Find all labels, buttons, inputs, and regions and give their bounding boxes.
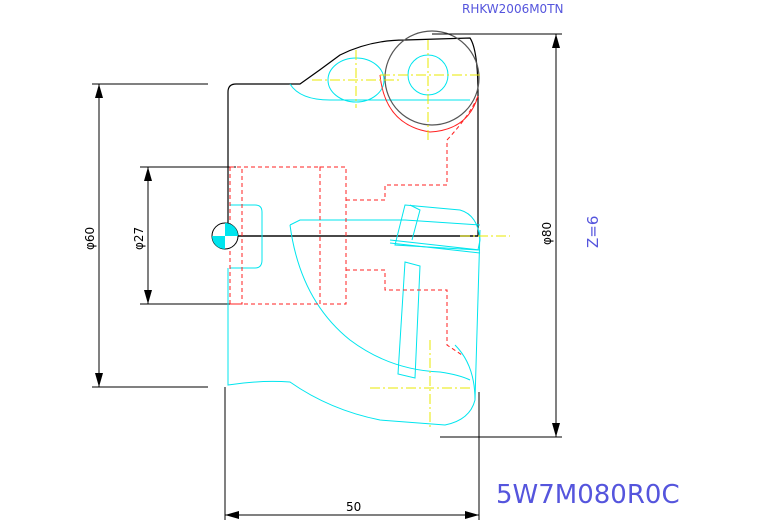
length-label: 50: [346, 500, 361, 514]
outer-diameter-label: φ80: [540, 222, 554, 245]
insert-code-label: RHKW2006M0TN: [462, 2, 564, 16]
dimension-length: 50: [224, 387, 480, 520]
cutter-top-circle: [384, 30, 562, 126]
teeth-count-label: Z=6: [584, 216, 602, 248]
body-outline: [227, 37, 479, 237]
center-mark-icon: [211, 222, 239, 250]
shank-diameter-label: φ60: [83, 227, 97, 250]
hidden-lines: [229, 74, 479, 356]
dimension-phi60: φ60: [83, 83, 208, 388]
dimension-phi27: φ27: [132, 166, 236, 305]
bore-diameter-label: φ27: [132, 227, 146, 250]
cutter-code-label: 5W7M080R0C: [496, 480, 680, 510]
center-lines: [312, 40, 510, 430]
cyan-geometry: [227, 54, 481, 426]
